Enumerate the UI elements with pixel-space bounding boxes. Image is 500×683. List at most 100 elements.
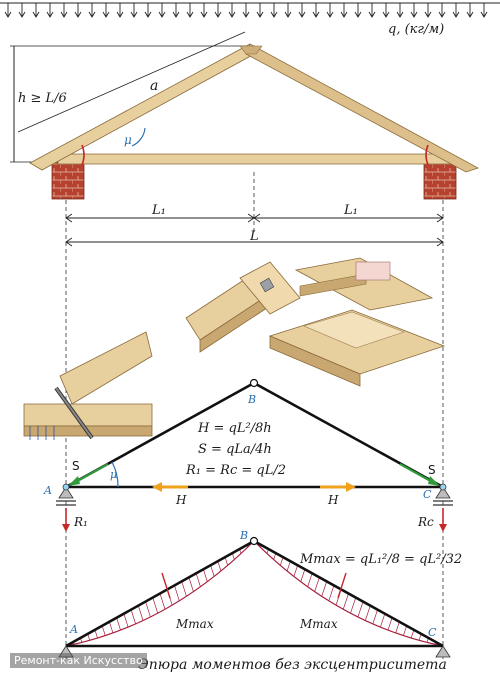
left-brick-wall: [51, 162, 85, 200]
formula-h: H = qL²/8h: [197, 421, 272, 436]
load-arrow-head: [130, 11, 138, 18]
node-b-label: B: [247, 393, 256, 406]
load-arrow-head: [144, 11, 152, 18]
guide-lines: [65, 172, 444, 660]
load-arrow-head: [354, 11, 362, 18]
moment-hatch-line: [380, 613, 386, 628]
load-arrow-head: [340, 11, 348, 18]
half-span-right-label: L₁: [343, 203, 358, 218]
moment-hatch-line: [101, 625, 106, 636]
moment-hatch-line: [286, 561, 291, 572]
reaction-a-label: R₁: [73, 515, 88, 529]
moment-hatch-line: [123, 613, 129, 628]
formula-s: S = qLa/4h: [198, 442, 272, 457]
moment-diagram: [58, 536, 451, 658]
load-arrow-head: [312, 11, 320, 18]
load-arrow-head: [410, 11, 418, 18]
moment-hatch-line: [203, 569, 208, 582]
moment-hatch-line: [300, 569, 306, 582]
load-arrow-group: [4, 3, 488, 18]
moment-hatch-line: [403, 625, 407, 636]
load-arrow-head: [186, 11, 194, 18]
load-arrow-head: [438, 11, 446, 18]
load-arrow-head: [102, 11, 110, 18]
moment-hatch-line: [280, 557, 284, 566]
rafter-label: a: [150, 78, 158, 94]
span-label: L: [249, 229, 259, 244]
angle-label-scheme: μ: [110, 468, 117, 481]
load-arrow-head: [200, 11, 208, 18]
node-a-label: A: [43, 484, 52, 497]
load-arrow-head: [480, 11, 488, 18]
moment-node-a-label: A: [69, 623, 78, 636]
moment-hatch-line: [395, 621, 400, 634]
right-brick-wall: [423, 162, 457, 200]
moment-right-label: Mmax: [299, 617, 338, 631]
rafter-dimension-line: [17, 31, 246, 133]
load-arrow-head: [326, 11, 334, 18]
load-arrow-head: [158, 11, 166, 18]
load-arrow-head: [46, 11, 54, 18]
moment-node-b-label: B: [239, 529, 248, 542]
moment-hatch-line: [152, 597, 159, 614]
force-h-left-label: H: [175, 493, 187, 507]
moment-hatch-line: [387, 617, 393, 631]
moment-hatch-line: [410, 629, 415, 639]
load-arrow-head: [228, 11, 236, 18]
moment-hatch-line: [372, 609, 378, 625]
load-arrow-head: [32, 11, 40, 18]
load-arrow-head: [88, 11, 96, 18]
moment-hatch-line: [94, 629, 98, 639]
load-arrow-head: [396, 11, 404, 18]
moment-hatch-line: [159, 593, 166, 610]
span-dimensions: [65, 213, 444, 247]
moment-hatch-line: [328, 585, 335, 601]
load-arrow-head: [368, 11, 376, 18]
moment-hatch-line: [217, 561, 222, 572]
moment-hatch-line: [195, 573, 201, 587]
moment-left-member: [65, 539, 255, 648]
left-rafter: [29, 43, 259, 171]
angle-label-top: μ: [124, 133, 132, 147]
diagram-caption: Эпюра моментов без эксцентриситета: [138, 657, 447, 673]
node-c-label: C: [423, 488, 432, 501]
load-arrow-head: [298, 11, 306, 18]
moment-hatch-line: [293, 565, 298, 577]
moment-hatch-line: [174, 585, 180, 601]
heel-joint-illustration: [23, 331, 153, 440]
moment-left-label: Mmax: [175, 617, 214, 631]
load-arrow-head: [466, 11, 474, 18]
formula-reactions: R₁ = Rc = qL/2: [185, 463, 286, 478]
watermark: Ремонт-как Искусство: [10, 653, 147, 668]
moment-node-c-label: C: [428, 626, 437, 639]
load-arrow-head: [284, 11, 292, 18]
roof-truss-drawing: h ≥ L/6 a μ: [10, 31, 479, 200]
force-s-right-label: S: [428, 463, 436, 477]
force-s-left-label: S: [72, 459, 80, 473]
support-a: [56, 483, 76, 506]
moment-hatch-line: [116, 617, 121, 631]
load-arrow-head: [452, 11, 460, 18]
load-arrow-head: [4, 11, 12, 18]
moment-hatch-line: [224, 557, 229, 566]
load-arrow-head: [60, 11, 68, 18]
support-c: [433, 483, 453, 506]
moment-hatch-line: [181, 581, 187, 597]
load-arrow-head: [242, 11, 250, 18]
moment-hatch-line: [307, 573, 313, 587]
force-h-right-label: H: [327, 493, 339, 507]
reaction-c-label: Rc: [417, 515, 434, 529]
height-label: h ≥ L/6: [18, 91, 67, 106]
moment-curve-right: [253, 540, 444, 647]
moment-hatch-line: [109, 621, 114, 634]
moment-hatch-line: [365, 605, 371, 621]
moment-curve-left: [65, 540, 255, 647]
moment-hatch-line: [188, 577, 194, 592]
static-scheme: [56, 378, 453, 532]
node-b: [249, 378, 259, 388]
tie-beam: [57, 153, 453, 165]
moment-hatch-line: [321, 581, 328, 597]
load-arrow-head: [74, 11, 82, 18]
load-arrow-head: [256, 11, 264, 18]
